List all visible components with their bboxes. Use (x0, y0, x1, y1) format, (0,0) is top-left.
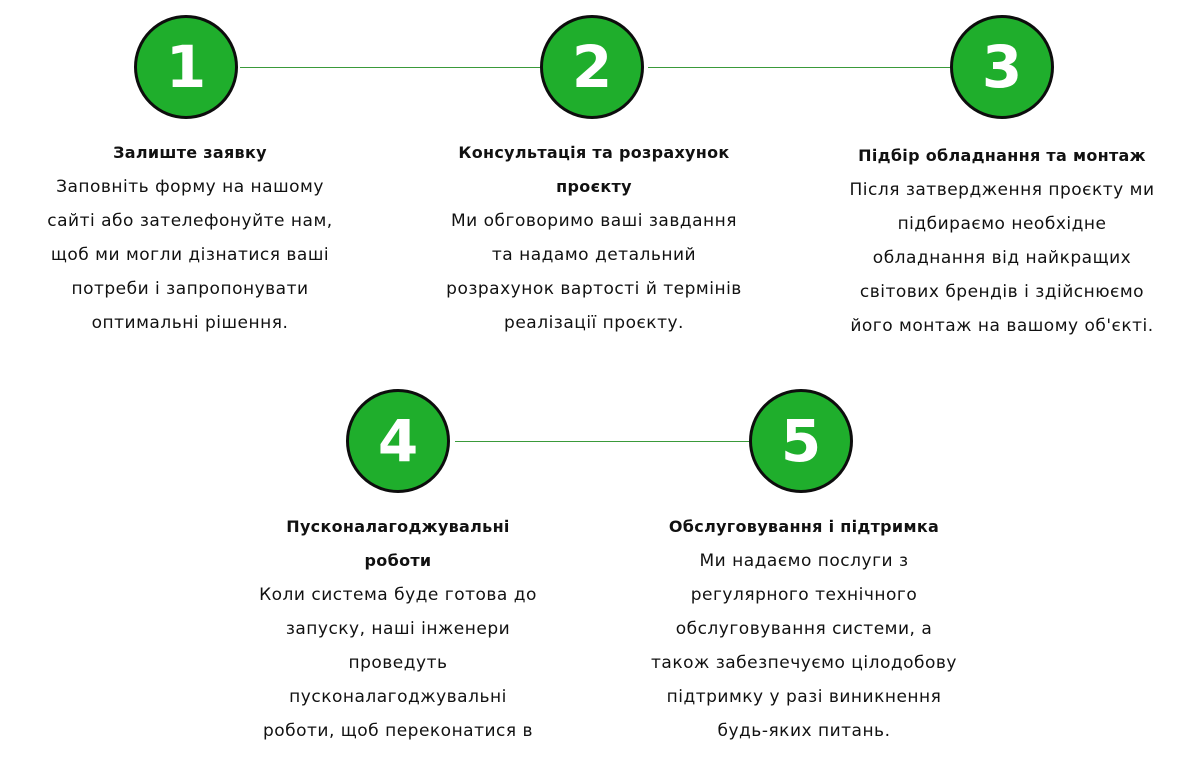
step-3-title: Підбір обладнання та монтаж (858, 146, 1146, 165)
step-5-circle: 5 (749, 389, 853, 493)
step-2-block: Консультація та розрахунок проєкту Ми об… (444, 136, 744, 340)
connector-line-2-3 (648, 67, 950, 68)
step-1-text: Заповніть форму на нашому сайті або зате… (47, 177, 333, 333)
step-4-number: 4 (377, 407, 419, 475)
step-1-number: 1 (165, 33, 207, 101)
step-2-text: Ми обговоримо ваші завдання та надамо де… (446, 211, 742, 333)
step-1-circle: 1 (134, 15, 238, 119)
connector-line-4-5 (455, 441, 749, 442)
step-5-block: Обслуговування і підтримка Ми надаємо по… (646, 510, 962, 748)
step-1-block: Залиште заявку Заповніть форму на нашому… (40, 136, 340, 340)
step-4-text: Коли система буде готова до запуску, наш… (259, 585, 537, 741)
step-4-title: Пусконалагоджувальні роботи (286, 517, 510, 570)
step-3-block: Підбір обладнання та монтаж Після затвер… (844, 139, 1160, 343)
step-4-block: Пусконалагоджувальні роботи Коли система… (252, 510, 544, 748)
step-2-circle: 2 (540, 15, 644, 119)
step-3-text: Після затвердження проєкту ми підбираємо… (849, 180, 1155, 336)
step-5-title: Обслуговування і підтримка (668, 517, 940, 536)
step-5-number: 5 (780, 407, 822, 475)
connector-line-1-2 (240, 67, 540, 68)
step-4-circle: 4 (346, 389, 450, 493)
step-2-number: 2 (571, 33, 613, 101)
step-3-number: 3 (981, 33, 1023, 101)
step-1-title: Залиште заявку (113, 143, 267, 162)
step-3-circle: 3 (950, 15, 1054, 119)
step-2-title: Консультація та розрахунок проєкту (458, 143, 730, 196)
step-5-text: Ми надаємо послуги з регулярного технічн… (651, 551, 957, 741)
